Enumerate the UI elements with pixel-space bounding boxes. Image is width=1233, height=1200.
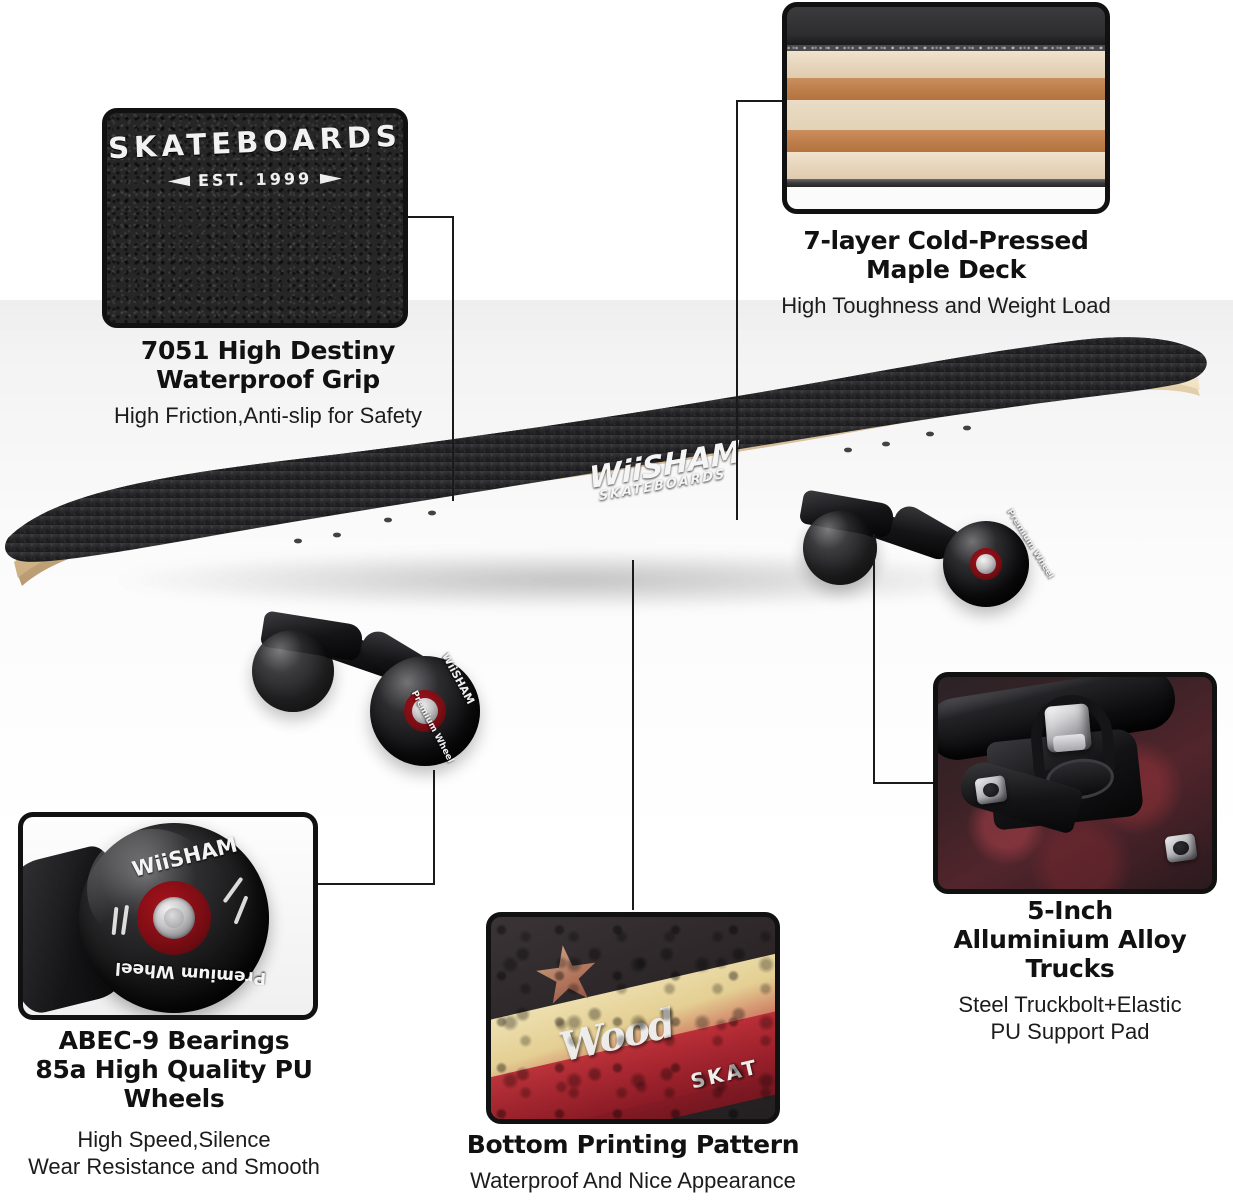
caption-wheels-sub1: High Speed,Silence bbox=[77, 1127, 271, 1152]
caption-wheels-title2: 85a High Quality PU Wheels bbox=[35, 1055, 313, 1113]
griptape-texture bbox=[107, 113, 403, 323]
front-wheel-far bbox=[252, 630, 334, 712]
wheel-axle-nut bbox=[153, 897, 195, 939]
truck-photo-scene bbox=[938, 677, 1212, 889]
maple-ply-4 bbox=[787, 130, 1105, 153]
maple-ply-speckle-top bbox=[787, 45, 1105, 52]
skateboard-deck bbox=[0, 300, 1233, 620]
front-wheel-axle-nut bbox=[412, 698, 438, 724]
front-wheel-near: WiiSHAM Premium Wheel bbox=[370, 651, 480, 766]
maple-layers bbox=[787, 7, 1105, 209]
leader-line-trucks-vertical bbox=[873, 534, 875, 784]
caption-trucks-sub2: PU Support Pad bbox=[990, 1018, 1150, 1044]
leader-line-grip-vertical bbox=[452, 216, 454, 501]
caption-griptape-sub1: High Friction,Anti-slip for Safety bbox=[113, 403, 423, 428]
leader-line-wheels-vertical bbox=[433, 770, 435, 885]
caption-bottom-print: Bottom Printing Pattern Waterproof And N… bbox=[433, 1130, 833, 1195]
caption-trucks: 5-Inch Alluminium Alloy Trucks Steel Tru… bbox=[906, 896, 1233, 1046]
caption-trucks-title1: 5-Inch bbox=[1027, 896, 1113, 925]
inset-griptape: SKATEBOARDS EST. 1999 bbox=[102, 108, 408, 328]
mounting-bolt-right bbox=[1164, 833, 1198, 863]
inset-trucks bbox=[933, 672, 1217, 894]
wheel-sub-label: Premium Wheel bbox=[114, 957, 267, 989]
caption-deck-title2: Maple Deck bbox=[865, 255, 1027, 284]
right-arrow-icon bbox=[319, 172, 343, 184]
caption-deck-sub1: High Toughness and Weight Load bbox=[781, 293, 1111, 318]
inset-wheel-bearings: WiiSHAM Premium Wheel bbox=[18, 812, 318, 1020]
caption-griptape-title1: 7051 High Destiny bbox=[140, 336, 396, 365]
caption-wheels-title1: ABEC-9 Bearings bbox=[58, 1026, 290, 1055]
front-truck-assembly: WiiSHAM Premium Wheel bbox=[240, 610, 500, 766]
griptape-est-row: EST. 1999 bbox=[167, 168, 343, 190]
leader-line-wheels-horizontal bbox=[304, 883, 435, 885]
maple-ply-3 bbox=[787, 99, 1105, 131]
rear-wheel-near: Premium Wheel bbox=[943, 507, 1056, 607]
maple-ply-1 bbox=[787, 51, 1105, 78]
leader-line-grip-horizontal bbox=[406, 216, 454, 218]
caption-wheels: ABEC-9 Bearings 85a High Quality PU Whee… bbox=[0, 1026, 348, 1181]
print-photo-scene: Wood SKAT bbox=[491, 917, 775, 1119]
leader-line-deck-vertical bbox=[736, 100, 738, 520]
maple-backdrop bbox=[787, 186, 1105, 209]
caption-print-sub1: Waterproof And Nice Appearance bbox=[470, 1168, 796, 1193]
inset-maple-deck bbox=[782, 2, 1110, 214]
maple-ply-griptape bbox=[787, 7, 1105, 46]
leader-line-print-vertical bbox=[632, 560, 634, 910]
deck-shape bbox=[5, 337, 1207, 586]
caption-deck-title1: 7-layer Cold-Pressed bbox=[803, 226, 1089, 255]
maple-ply-bottom-edge bbox=[787, 178, 1105, 187]
caption-griptape-title2: Waterproof Grip bbox=[156, 365, 380, 394]
wheel-body: WiiSHAM Premium Wheel bbox=[79, 823, 269, 1013]
caption-trucks-title2: Alluminium Alloy Trucks bbox=[953, 925, 1187, 983]
caption-griptape: 7051 High Destiny Waterproof Grip High F… bbox=[58, 336, 478, 430]
wheel-tick-right bbox=[222, 876, 244, 904]
griptape-print: SKATEBOARDS EST. 1999 bbox=[107, 113, 403, 323]
front-wheel-brand-text: WiiSHAM bbox=[439, 650, 478, 707]
leader-line-deck-horizontal bbox=[736, 100, 784, 102]
leader-line-trucks-horizontal bbox=[873, 782, 935, 784]
inset-bottom-print: Wood SKAT bbox=[486, 912, 780, 1124]
print-grunge-overlay bbox=[491, 917, 775, 1119]
skateboard-product-photo: Premium Wheel WiiSHAM Premium Wheel bbox=[0, 300, 1233, 820]
left-arrow-icon bbox=[167, 175, 191, 187]
wheel-photo-scene: WiiSHAM Premium Wheel bbox=[23, 817, 313, 1015]
rear-wheel-far bbox=[803, 511, 877, 585]
kingpin-bolt bbox=[1044, 703, 1092, 753]
mounting-bolt-left bbox=[974, 775, 1008, 805]
caption-maple-deck: 7-layer Cold-Pressed Maple Deck High Tou… bbox=[736, 226, 1156, 320]
griptape-est: EST. 1999 bbox=[197, 169, 313, 190]
griptape-word: SKATEBOARDS bbox=[107, 118, 403, 166]
caption-print-title1: Bottom Printing Pattern bbox=[466, 1130, 800, 1159]
maple-ply-2 bbox=[787, 77, 1105, 100]
wheel-tick-right2 bbox=[233, 895, 249, 925]
rear-truck-assembly: Premium Wheel bbox=[795, 489, 1056, 615]
caption-trucks-sub1: Steel Truckbolt+Elastic bbox=[958, 992, 1182, 1017]
deck-griptape-surface bbox=[5, 337, 1207, 562]
rear-wheel-axle-nut bbox=[976, 554, 996, 574]
maple-ply-5 bbox=[787, 152, 1105, 179]
caption-wheels-sub2: Wear Resistance and Smooth bbox=[28, 1153, 320, 1179]
deck-mount-bolts bbox=[294, 425, 971, 544]
